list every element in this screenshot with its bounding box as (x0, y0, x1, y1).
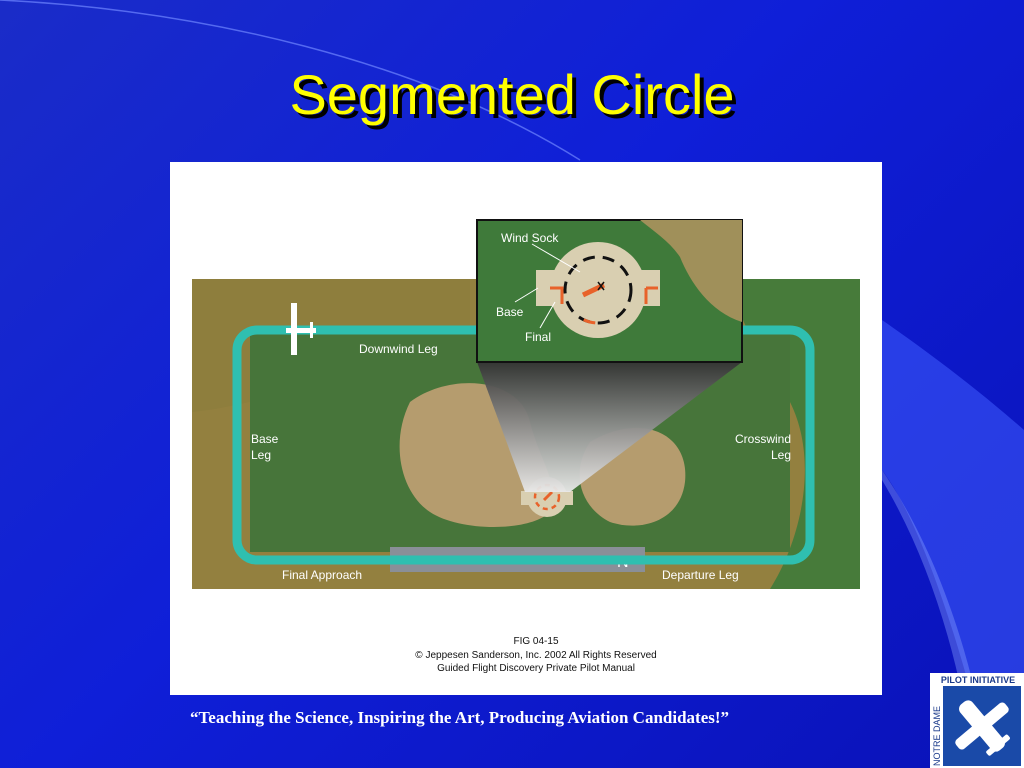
label-crosswind-leg-2: Leg (771, 448, 791, 462)
inset-label-wind-sock: Wind Sock (501, 231, 559, 245)
caption-source: Guided Flight Discovery Private Pilot Ma… (437, 663, 635, 674)
label-departure-leg: Departure Leg (662, 568, 739, 582)
label-crosswind-leg-1: Crosswind (735, 432, 791, 446)
inset-label-final: Final (525, 330, 551, 344)
label-downwind-leg: Downwind Leg (359, 342, 438, 356)
plane-icon (955, 700, 1010, 756)
airplane-icon (286, 303, 316, 355)
zoom-cone (477, 362, 742, 492)
notre-dame-pilot-initiative-logo: PILOT INITIATIVE NOTRE DAME (930, 673, 1024, 768)
label-final-approach: Final Approach (282, 568, 362, 582)
label-base-leg-1: Base (251, 432, 279, 446)
logo-side-text: NOTRE DAME (932, 706, 942, 766)
logo-top-text: PILOT INITIATIVE (941, 675, 1015, 685)
traffic-pattern-figure: 3 N (170, 162, 882, 695)
inset-label-base: Base (496, 305, 524, 319)
inset-zoom-box: Wind Sock Base Final (476, 219, 743, 363)
slide-tagline: “Teaching the Science, Inspiring the Art… (190, 708, 730, 727)
caption-copyright: © Jeppesen Sanderson, Inc. 2002 All Righ… (415, 650, 656, 661)
caption-fig: FIG 04-15 (513, 636, 558, 647)
slide-title: Segmented Circle (289, 63, 735, 126)
label-base-leg-2: Leg (251, 448, 271, 462)
